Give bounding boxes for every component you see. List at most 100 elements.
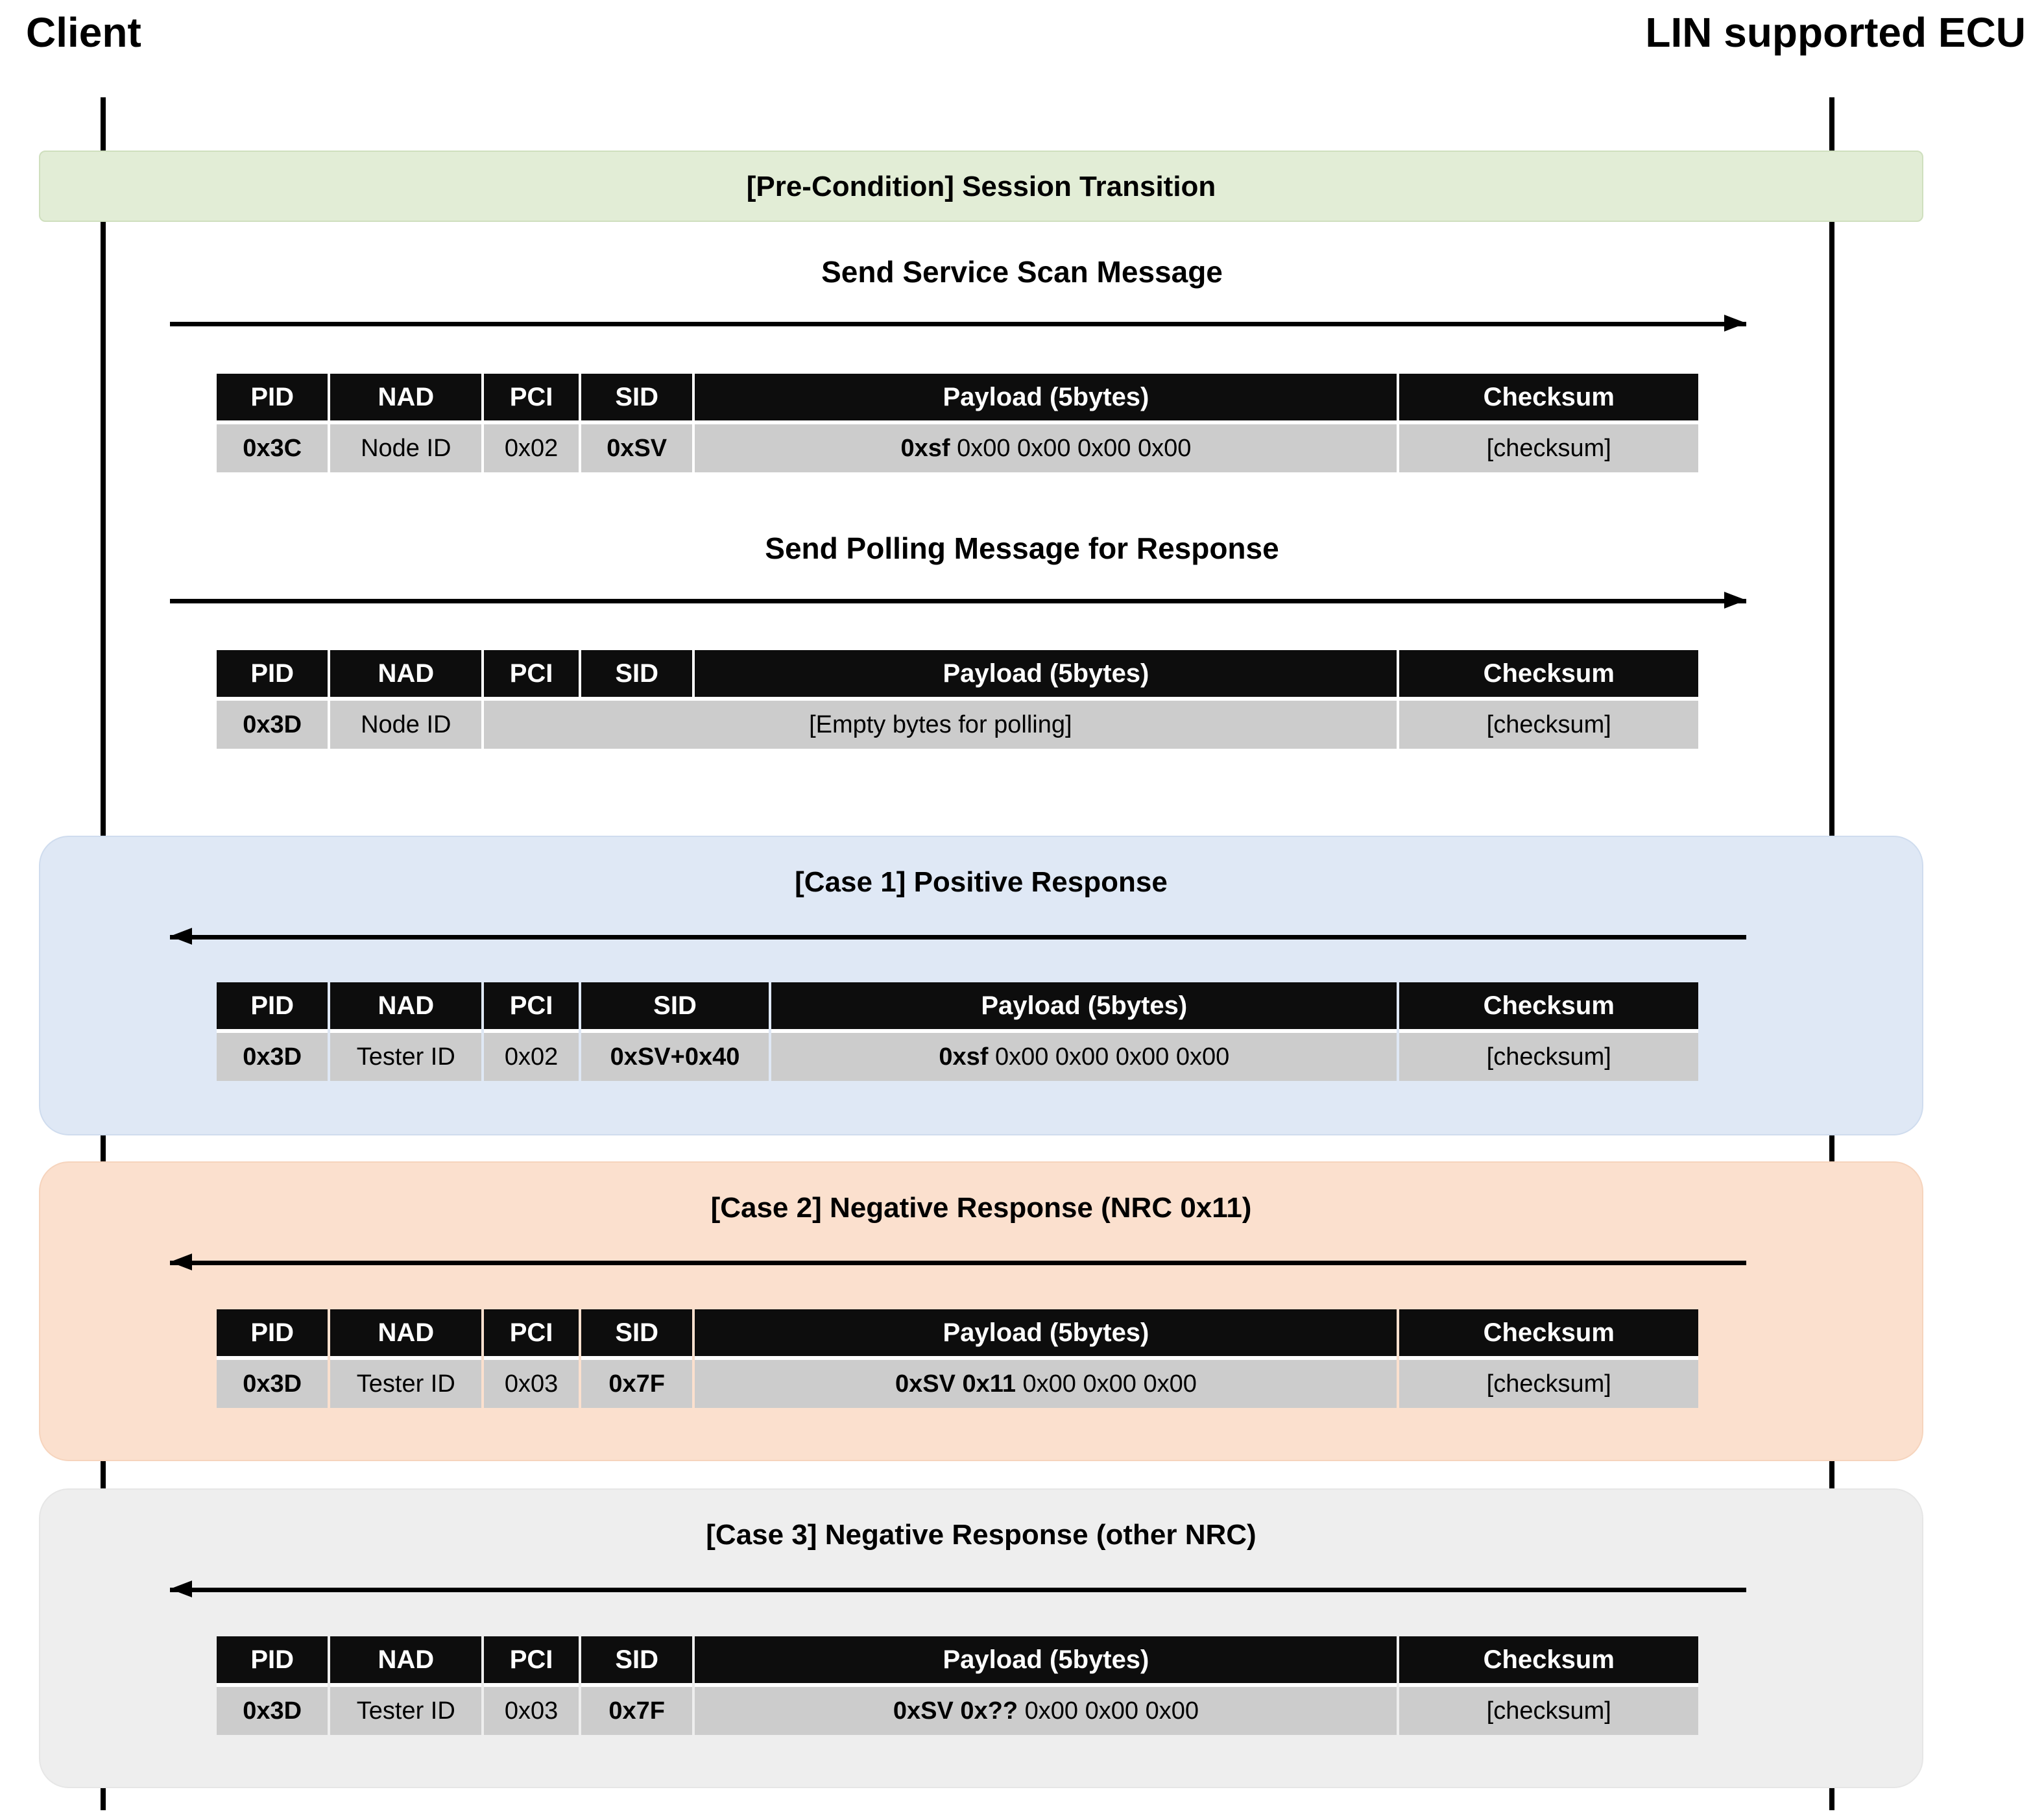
col-header-payload: Payload (5bytes) — [695, 374, 1397, 420]
section-title-case-1: [Case 1] Positive Response — [795, 866, 1168, 898]
col-header-checksum: Checksum — [1399, 650, 1698, 697]
payload-prefix: 0xsf — [939, 1043, 989, 1071]
section-title-pre-condition: [Pre-Condition] Session Transition — [746, 171, 1216, 202]
cell-checksum: [checksum] — [1399, 1683, 1698, 1735]
col-header-payload: Payload (5bytes) — [695, 1309, 1397, 1356]
arrow-shaft — [170, 1588, 1746, 1592]
col-header-nad: NAD — [330, 650, 482, 697]
response-arrow-case-1 — [170, 928, 1746, 945]
frame-table-case-2: PID NAD PCI SID Payload (5bytes) Checksu… — [214, 1309, 1701, 1408]
payload-prefix: 0xsf — [900, 435, 950, 462]
cell-nad: Node ID — [330, 697, 482, 749]
frame-table-polling: PID NAD PCI SID Payload (5bytes) Checksu… — [214, 650, 1701, 749]
arrow-shaft — [170, 1261, 1746, 1265]
payload-rest: 0x00 0x00 0x00 0x00 — [994, 1043, 1230, 1071]
cell-empty-bytes: [Empty bytes for polling] — [484, 697, 1397, 749]
polling-arrow — [170, 592, 1746, 609]
cell-sid: 0xSV+0x40 — [581, 1029, 769, 1081]
arrow-head-right — [1724, 592, 1746, 609]
col-header-nad: NAD — [330, 1636, 482, 1683]
table-header-row: PID NAD PCI SID Payload (5bytes) Checksu… — [217, 1309, 1698, 1356]
payload-rest: 0x00 0x00 0x00 — [1024, 1697, 1199, 1725]
col-header-checksum: Checksum — [1399, 374, 1698, 420]
col-header-payload: Payload (5bytes) — [771, 982, 1397, 1029]
arrow-shaft — [170, 935, 1746, 939]
cell-sid: 0x7F — [581, 1356, 693, 1408]
col-header-pci: PCI — [484, 374, 579, 420]
frame-table-service-scan: PID NAD PCI SID Payload (5bytes) Checksu… — [214, 374, 1701, 472]
frame-table-case-3: PID NAD PCI SID Payload (5bytes) Checksu… — [214, 1636, 1701, 1735]
col-header-checksum: Checksum — [1399, 1636, 1698, 1683]
payload-rest: 0x00 0x00 0x00 0x00 — [957, 435, 1192, 462]
section-pre-condition: [Pre-Condition] Session Transition — [39, 151, 1923, 222]
cell-pid: 0x3D — [217, 1356, 328, 1408]
cell-checksum: [checksum] — [1399, 420, 1698, 472]
cell-payload: 0xSV 0x?? 0x00 0x00 0x00 — [695, 1683, 1397, 1735]
col-header-checksum: Checksum — [1399, 982, 1698, 1029]
response-arrow-case-2 — [170, 1254, 1746, 1270]
section-title-case-3: [Case 3] Negative Response (other NRC) — [706, 1519, 1256, 1551]
actor-label-ecu: LIN supported ECU — [1645, 9, 2026, 56]
payload-prefix: 0xSV 0x?? — [893, 1697, 1018, 1725]
arrow-head-left — [170, 928, 192, 945]
col-header-pci: PCI — [484, 982, 579, 1029]
table-header-row: PID NAD PCI SID Payload (5bytes) Checksu… — [217, 1636, 1698, 1683]
col-header-nad: NAD — [330, 982, 482, 1029]
cell-checksum: [checksum] — [1399, 1356, 1698, 1408]
col-header-nad: NAD — [330, 1309, 482, 1356]
cell-nad: Tester ID — [330, 1683, 482, 1735]
col-header-pci: PCI — [484, 650, 579, 697]
section-title-service-scan: Send Service Scan Message — [821, 255, 1223, 289]
table-row: 0x3D Tester ID 0x02 0xSV+0x40 0xsf 0x00 … — [217, 1029, 1698, 1081]
col-header-pid: PID — [217, 1309, 328, 1356]
actor-label-client: Client — [26, 9, 141, 56]
response-arrow-case-3 — [170, 1581, 1746, 1597]
col-header-sid: SID — [581, 1636, 693, 1683]
cell-nad: Tester ID — [330, 1356, 482, 1408]
cell-nad: Tester ID — [330, 1029, 482, 1081]
payload-prefix: 0xSV 0x11 — [895, 1370, 1016, 1398]
table-header-row: PID NAD PCI SID Payload (5bytes) Checksu… — [217, 650, 1698, 697]
col-header-pid: PID — [217, 650, 328, 697]
table-header-row: PID NAD PCI SID Payload (5bytes) Checksu… — [217, 982, 1698, 1029]
arrow-head-left — [170, 1581, 192, 1597]
cell-pid: 0x3D — [217, 697, 328, 749]
table-header-row: PID NAD PCI SID Payload (5bytes) Checksu… — [217, 374, 1698, 420]
cell-nad: Node ID — [330, 420, 482, 472]
section-title-case-2: [Case 2] Negative Response (NRC 0x11) — [710, 1192, 1252, 1224]
col-header-sid: SID — [581, 650, 693, 697]
col-header-pci: PCI — [484, 1309, 579, 1356]
col-header-sid: SID — [581, 982, 769, 1029]
col-header-pid: PID — [217, 1636, 328, 1683]
cell-payload: 0xsf 0x00 0x00 0x00 0x00 — [771, 1029, 1397, 1081]
col-header-nad: NAD — [330, 374, 482, 420]
cell-pid: 0x3D — [217, 1029, 328, 1081]
col-header-payload: Payload (5bytes) — [695, 650, 1397, 697]
table-row: 0x3D Tester ID 0x03 0x7F 0xSV 0x?? 0x00 … — [217, 1683, 1698, 1735]
table-row: 0x3C Node ID 0x02 0xSV 0xsf 0x00 0x00 0x… — [217, 420, 1698, 472]
cell-pci: 0x02 — [484, 420, 579, 472]
col-header-payload: Payload (5bytes) — [695, 1636, 1397, 1683]
arrow-head-right — [1724, 315, 1746, 332]
col-header-pid: PID — [217, 982, 328, 1029]
arrow-head-left — [170, 1254, 192, 1270]
cell-pid: 0x3C — [217, 420, 328, 472]
frame-table-case-1: PID NAD PCI SID Payload (5bytes) Checksu… — [214, 982, 1701, 1081]
col-header-sid: SID — [581, 1309, 693, 1356]
request-arrow-service-scan — [170, 315, 1746, 332]
section-title-polling: Send Polling Message for Response — [765, 531, 1279, 565]
col-header-sid: SID — [581, 374, 693, 420]
col-header-pid: PID — [217, 374, 328, 420]
cell-pci: 0x03 — [484, 1356, 579, 1408]
table-row: 0x3D Tester ID 0x03 0x7F 0xSV 0x11 0x00 … — [217, 1356, 1698, 1408]
cell-checksum: [checksum] — [1399, 697, 1698, 749]
arrow-shaft — [170, 322, 1746, 326]
cell-checksum: [checksum] — [1399, 1029, 1698, 1081]
cell-sid: 0xSV — [581, 420, 693, 472]
payload-rest: 0x00 0x00 0x00 — [1022, 1370, 1197, 1398]
cell-pci: 0x02 — [484, 1029, 579, 1081]
col-header-pci: PCI — [484, 1636, 579, 1683]
col-header-checksum: Checksum — [1399, 1309, 1698, 1356]
cell-pci: 0x03 — [484, 1683, 579, 1735]
